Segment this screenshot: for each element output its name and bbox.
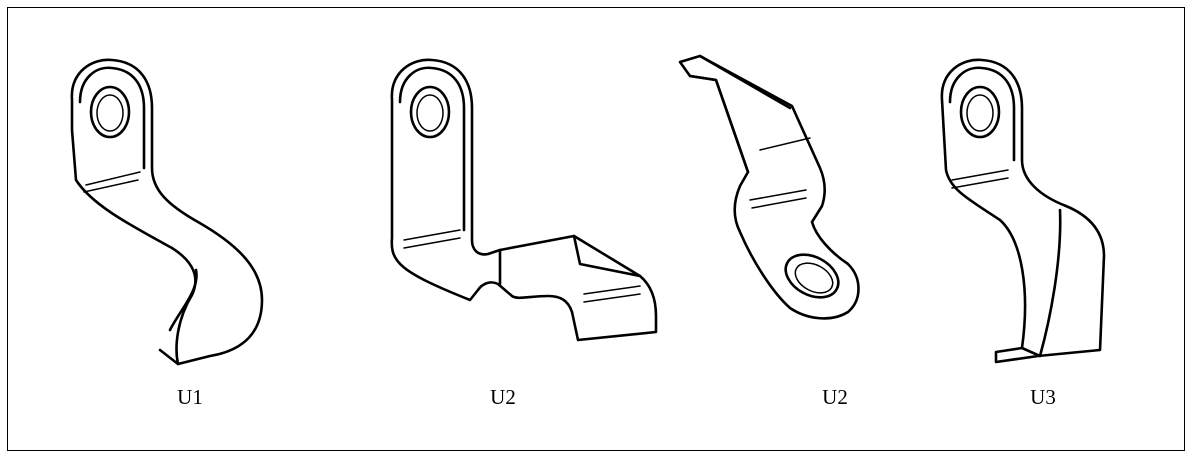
- bracket-u3-drawing: [940, 58, 1106, 364]
- part-label-u2-a: U2: [490, 385, 516, 409]
- bracket-u2-drawing-b: [678, 54, 860, 320]
- part-label-u1: U1: [177, 385, 203, 409]
- part-label-u2-b: U2: [822, 385, 848, 409]
- bracket-u1-drawing: [70, 58, 264, 366]
- part-label-u3: U3: [1030, 385, 1056, 409]
- figure-frame: [7, 7, 1185, 451]
- bracket-u2-drawing-a: [390, 58, 658, 342]
